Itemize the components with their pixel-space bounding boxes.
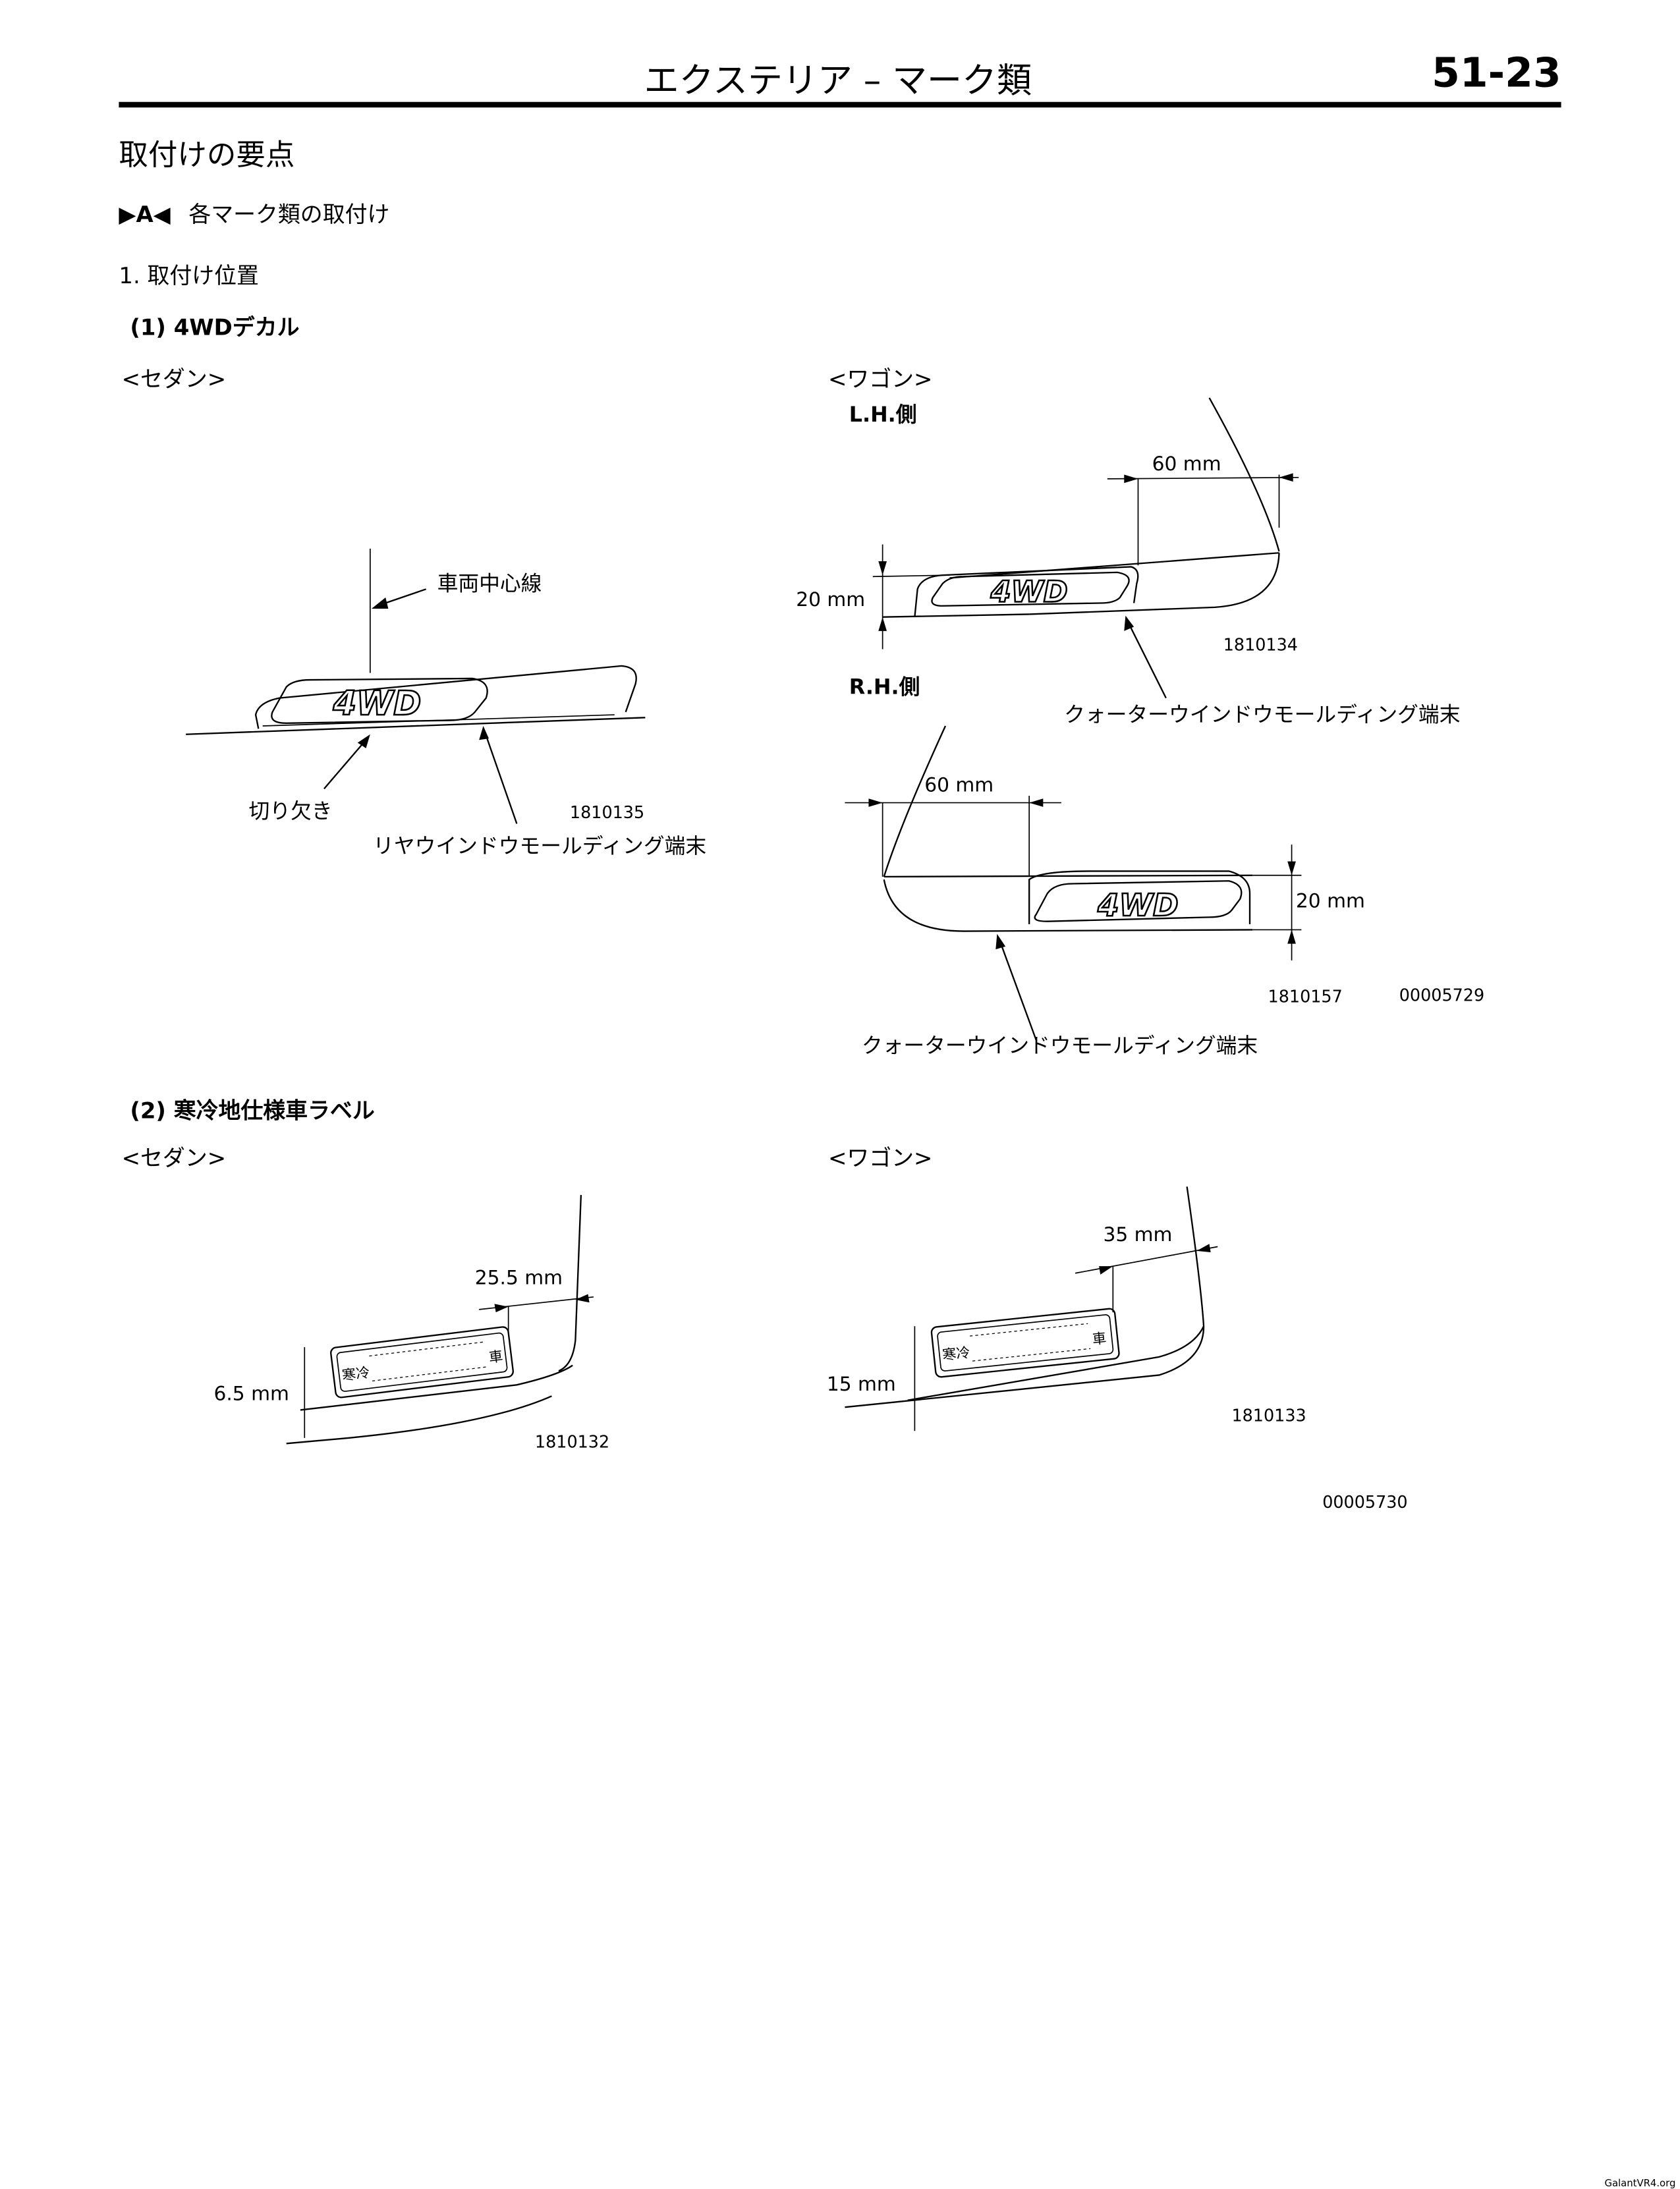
cold-label-text-left: 寒冷 [341,1364,371,1383]
decal-4wd-text: 4WD [990,575,1068,609]
sedan-dim-v: 6.5 mm [214,1382,289,1405]
step-1-title: 1. 取付け位置 [119,263,259,289]
fig-1810135: 1810135 [570,802,644,822]
notch-label: 切り欠き [248,800,332,823]
cold-label-text-right: 車 [1092,1329,1107,1347]
sub1-title: (1) 4WDデカル [130,315,299,341]
rh-side-label: R.H.側 [849,675,920,699]
decal-4wd-text: 4WD [1097,887,1179,923]
procedure-marker: ▶A◀ [119,202,170,227]
wagon-lh-figure: L.H.側 4WD 60 mm 20 mm 1810134 クォーターウインドウ… [796,397,1460,727]
lh-dim-v: 20 mm [796,588,865,611]
fig-1810133: 1810133 [1231,1405,1306,1425]
sub2-title: (2) 寒冷地仕様車ラベル [130,1098,374,1124]
wagon-dim-v: 15 mm [827,1372,896,1395]
wagon-cold-label-figure: 寒冷 車 35 mm 15 mm 1810133 [827,1186,1306,1431]
sedan-label-2: <セダン> [122,1146,226,1171]
fig-1810132: 1810132 [535,1432,609,1452]
decal-4wd-text: 4WD [333,684,422,723]
wagon-label-1: <ワゴン> [828,366,932,392]
sedan-cold-label-figure: 寒冷 車 25.5 mm 6.5 mm 1810132 [214,1195,609,1452]
section-title: 取付けの要点 [119,138,294,172]
rh-dim-h: 60 mm [924,773,994,796]
group-00005729: 00005729 [1399,985,1484,1005]
rh-molding-label: クォーターウインドウモールディング端末 [862,1034,1258,1058]
cold-label-text-left: 寒冷 [941,1344,971,1363]
fig-1810134: 1810134 [1223,635,1298,655]
fig-1810157: 1810157 [1268,987,1343,1007]
sedan-dim-h: 25.5 mm [475,1266,563,1289]
lh-side-label: L.H.側 [849,403,917,427]
cold-label-text-right: 車 [488,1348,504,1366]
rh-dim-v: 20 mm [1296,889,1365,912]
footer-watermark: GalantVR4.org [1604,2178,1675,2189]
procedure-title: 各マーク類の取付け [188,202,389,227]
header-rule [119,101,1561,108]
sedan-label-1: <セダン> [122,366,226,392]
rear-molding-label: リヤウインドウモールディング端末 [373,835,706,858]
wagon-label-2: <ワゴン> [828,1146,932,1171]
wagon-dim-h: 35 mm [1103,1223,1172,1246]
lh-dim-h: 60 mm [1152,452,1221,475]
sedan-4wd-figure: 車両中心線 4WD 切り欠き リヤウインドウモールディング端末 1810135 [186,548,706,858]
center-line-label: 車両中心線 [437,572,542,596]
lh-molding-label: クォーターウインドウモールディング端末 [1064,704,1460,727]
wagon-rh-figure: R.H.側 4WD 60 mm 20 mm クォーターウインドウモールディング端… [845,675,1484,1058]
page-number: 51-23 [1432,49,1561,96]
header-title: エクステリア – マーク類 [644,61,1032,101]
group-00005730: 00005730 [1322,1492,1407,1512]
